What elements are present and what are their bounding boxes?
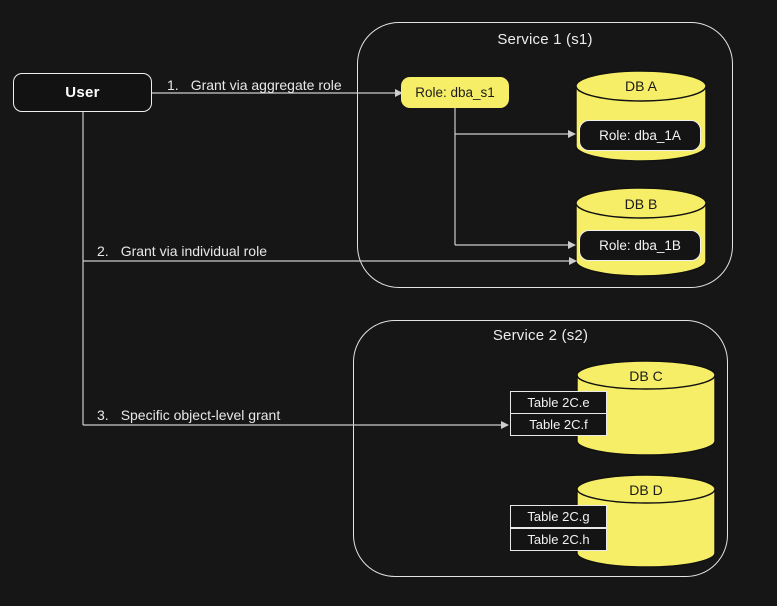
db-b-role-node: Role: dba_1B [579,230,701,261]
db-a-role-node: Role: dba_1A [579,120,701,151]
grant-2-text: Grant via individual role [120,243,267,259]
db-c-label: DB C [629,368,663,384]
service1-container [357,22,733,288]
db-a-label: DB A [625,78,657,94]
db-d-label: DB D [629,482,663,498]
grant-2-number: 2. [97,243,109,259]
grant-3-number: 3. [97,407,109,423]
table-2cg-node: Table 2C.g [510,505,607,528]
table-2cf-node: Table 2C.f [510,413,607,436]
grant-1-text: Grant via aggregate role [190,77,342,93]
grant-3-text: Specific object-level grant [120,407,281,423]
db-b-label: DB B [624,196,658,212]
table-2ch-node: Table 2C.h [510,528,607,551]
grant-3-label: 3. Specific object-level grant [97,408,280,423]
user-node: User [13,73,152,112]
grant-2-label: 2. Grant via individual role [97,244,267,259]
aggregate-role-node: Role: dba_s1 [401,77,509,108]
service2-container [353,320,728,577]
grant-1-label: 1. Grant via aggregate role [167,78,342,93]
table-2ce-node: Table 2C.e [510,391,607,414]
service1-title: Service 1 (s1) [497,31,593,48]
grant-1-number: 1. [167,77,179,93]
service2-title: Service 2 (s2) [492,327,589,344]
